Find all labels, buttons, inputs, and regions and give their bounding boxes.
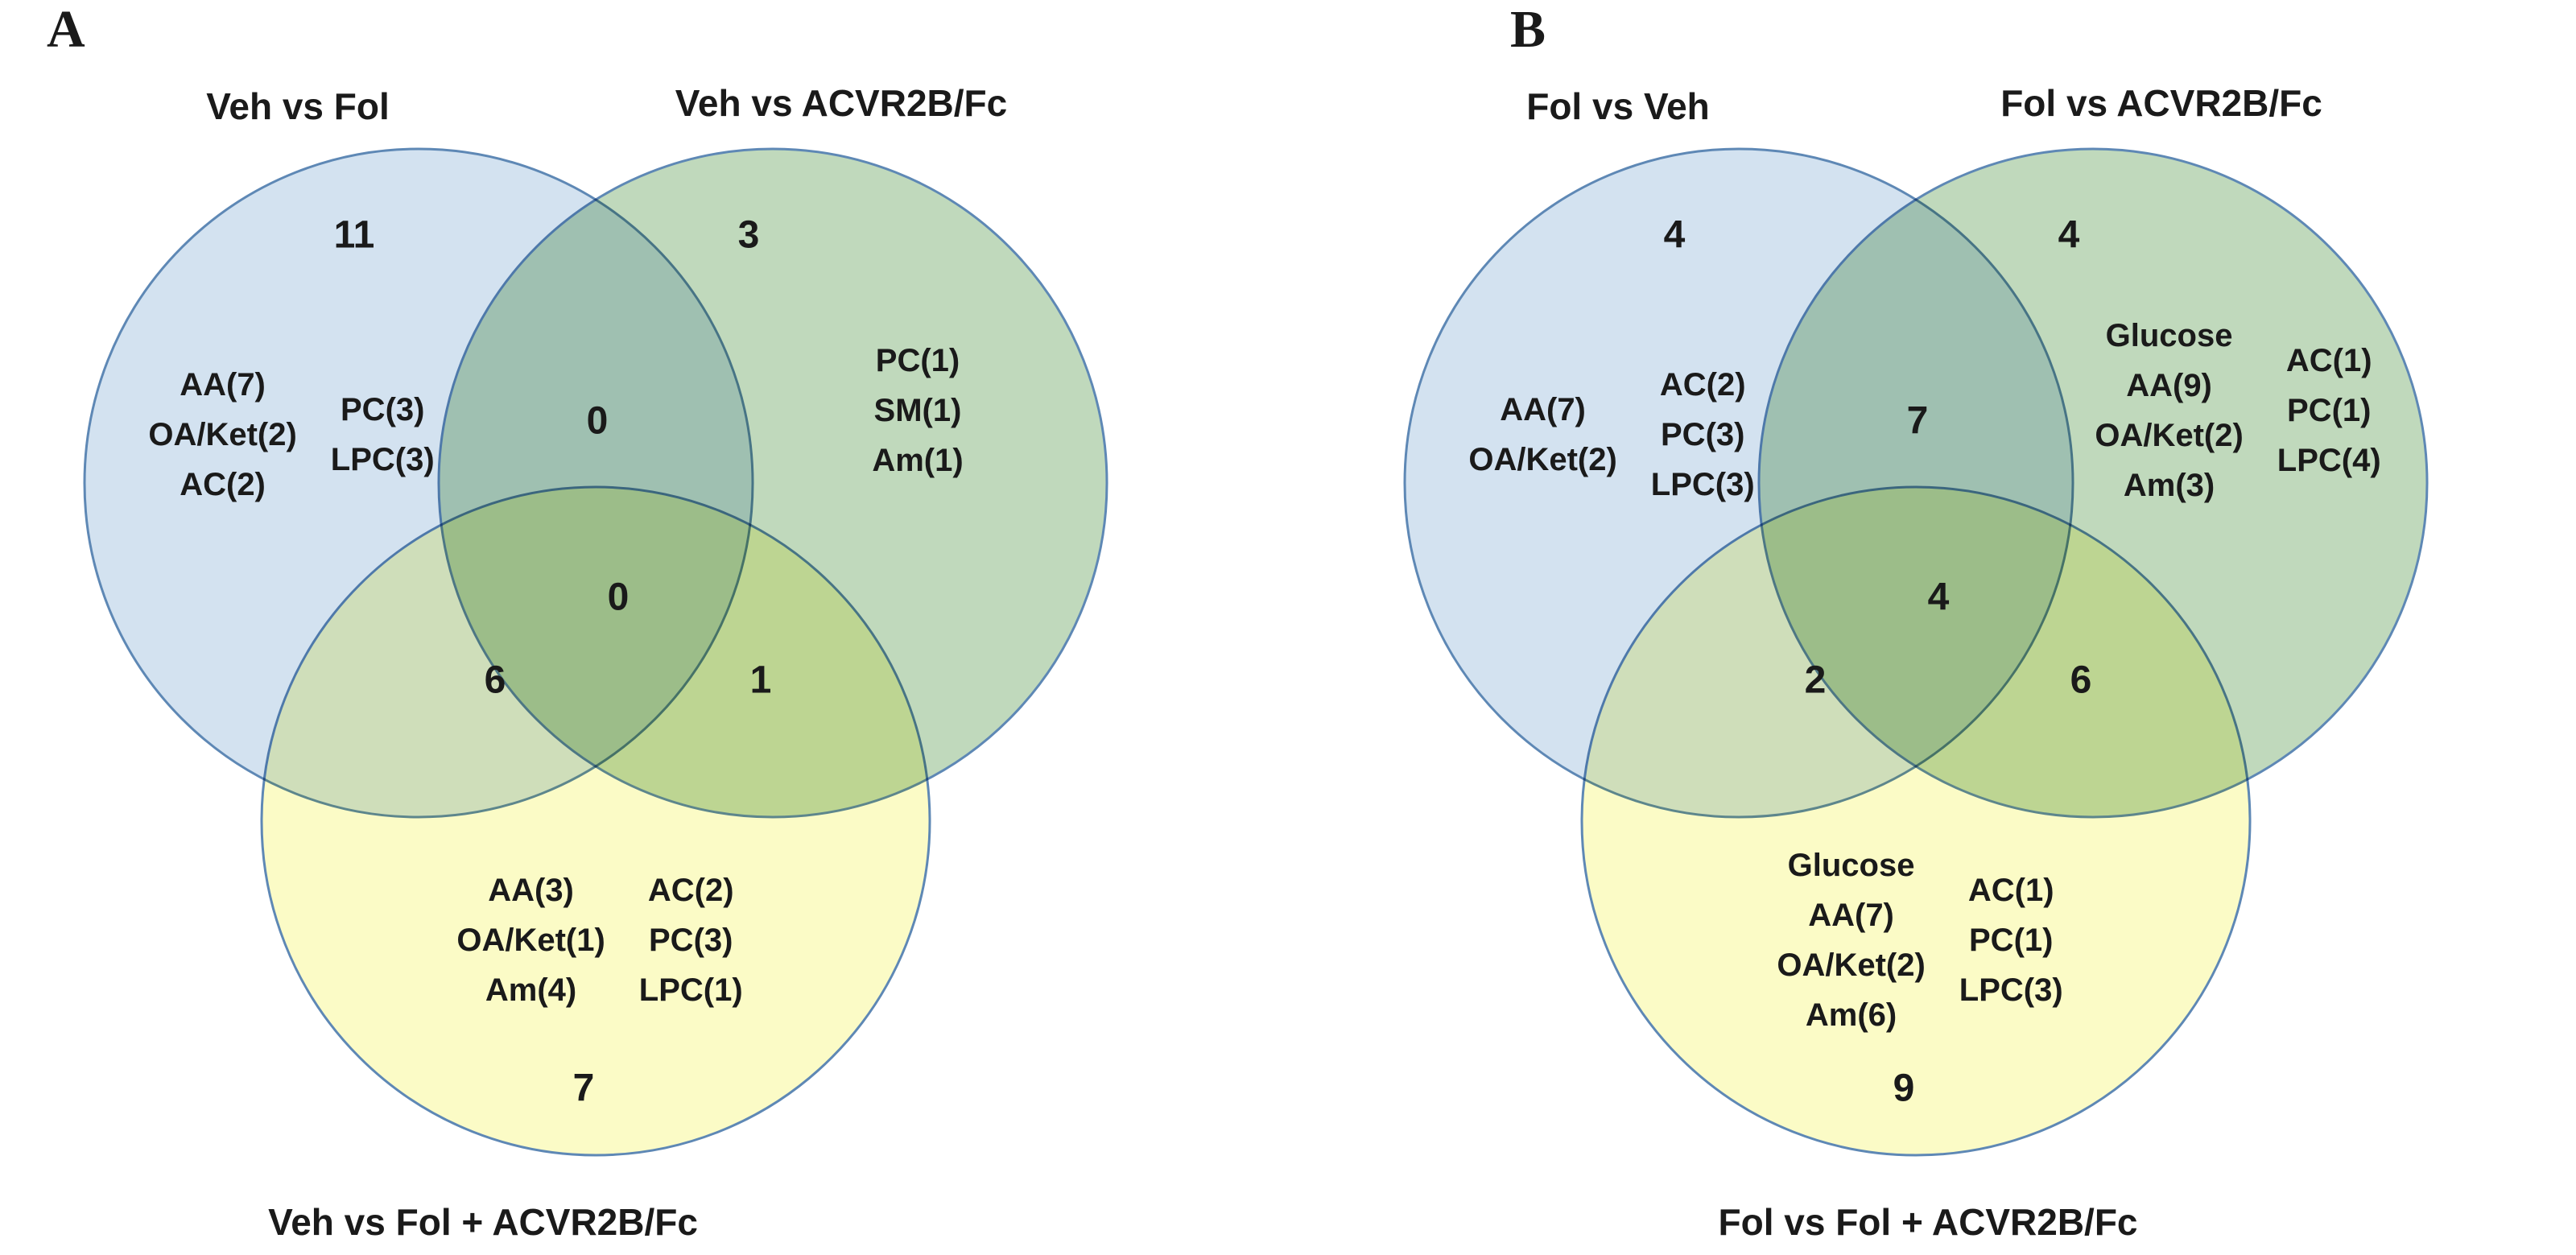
overlap-count-right-bottom: 1: [749, 658, 772, 702]
circle-right-title: Veh vs ACVR2B/Fc: [675, 82, 1008, 124]
overlap-count-left-right: 0: [586, 399, 609, 443]
overlap-count-left-right: 7: [1906, 399, 1929, 443]
contents-column: AA(3) OA/Ket(1) Am(4): [456, 865, 605, 1015]
metabolite-line: AC(2): [647, 873, 734, 908]
overlap-count-center: 4: [1927, 576, 1950, 619]
metabolite-line: AC(2): [1659, 367, 1746, 403]
metabolite-line: AA(7): [1500, 392, 1586, 427]
metabolite-line: PC(3): [341, 392, 425, 427]
panel-letter: B: [1510, 0, 1546, 59]
metabolite-line: Am(1): [872, 443, 964, 478]
metabolite-line: OA/Ket(2): [2095, 418, 2244, 453]
contents-column: AC(1) PC(1) LPC(3): [1959, 865, 2063, 1015]
overlap-count-left-bottom: 6: [484, 658, 506, 702]
metabolite-line: LPC(1): [638, 972, 743, 1008]
unique-count-left: 11: [333, 213, 375, 257]
circle-right-contents: PC(1) SM(1) Am(1): [872, 336, 963, 485]
venn-circle-bottom: [260, 485, 931, 1157]
circle-left-title: Fol vs Veh: [1526, 85, 1710, 127]
venn-diagram-a: [83, 147, 1108, 1157]
metabolite-line: Am(4): [485, 972, 577, 1008]
metabolite-line: AA(3): [488, 873, 574, 908]
circle-left-contents: AA(7) OA/Ket(2) AC(2) PC(3) LPC(3): [1468, 360, 1754, 510]
unique-count-bottom: 7: [572, 1067, 595, 1110]
metabolite-line: AC(2): [180, 467, 266, 502]
metabolite-line: OA/Ket(2): [148, 417, 297, 452]
unique-count-left: 4: [1663, 213, 1686, 257]
metabolite-line: AC(1): [1967, 873, 2054, 908]
metabolite-line: AA(7): [180, 367, 266, 403]
metabolite-line: LPC(3): [1650, 467, 1755, 502]
metabolite-line: LPC(4): [2277, 443, 2381, 478]
metabolite-line: SM(1): [873, 393, 962, 428]
metabolite-line: PC(1): [2287, 393, 2372, 428]
metabolite-line: OA/Ket(2): [1777, 947, 1926, 983]
contents-column: AC(2) PC(3) LPC(1): [639, 865, 743, 1015]
metabolite-line: PC(3): [1661, 417, 1745, 452]
metabolite-line: Am(6): [1805, 997, 1897, 1033]
unique-count-right: 3: [737, 213, 760, 257]
overlap-count-left-bottom: 2: [1804, 658, 1827, 702]
contents-column: PC(1) SM(1) Am(1): [872, 336, 963, 485]
metabolite-line: LPC(3): [1959, 972, 2063, 1008]
panel-letter: A: [47, 0, 85, 59]
metabolite-line: PC(1): [1969, 923, 2054, 958]
metabolite-line: Glucose: [1787, 848, 1915, 883]
metabolite-line: AA(7): [1808, 898, 1894, 933]
contents-column: AC(2) PC(3) LPC(3): [1651, 360, 1755, 510]
metabolite-line: Am(3): [2123, 468, 2215, 503]
panel-a: A Veh vs Fol Veh vs ACVR2B/Fc Veh vs Fol…: [0, 0, 1256, 1255]
metabolite-line: OA/Ket(2): [1468, 442, 1617, 477]
metabolite-line: AA(9): [2126, 368, 2212, 403]
metabolite-line: OA/Ket(1): [456, 923, 605, 958]
contents-column: AA(7) OA/Ket(2) AC(2): [148, 360, 296, 510]
circle-bottom-contents: AA(3) OA/Ket(1) Am(4) AC(2) PC(3) LPC(1): [456, 865, 742, 1015]
contents-column: AC(1) PC(1) LPC(4): [2277, 336, 2381, 485]
unique-count-bottom: 9: [1893, 1067, 1915, 1110]
overlap-count-right-bottom: 6: [2070, 658, 2092, 702]
contents-column: AA(7) OA/Ket(2): [1468, 385, 1616, 485]
circle-bottom-title: Fol vs Fol + ACVR2B/Fc: [1718, 1201, 2138, 1243]
circle-left-contents: AA(7) OA/Ket(2) AC(2) PC(3) LPC(3): [148, 360, 434, 510]
venn-circle-bottom: [1580, 485, 2252, 1157]
metabolite-line: LPC(3): [330, 442, 435, 477]
contents-column: PC(3) LPC(3): [331, 385, 435, 485]
circle-right-title: Fol vs ACVR2B/Fc: [2000, 82, 2322, 124]
circle-left-title: Veh vs Fol: [206, 85, 390, 127]
circle-bottom-title: Veh vs Fol + ACVR2B/Fc: [268, 1201, 698, 1243]
metabolite-line: PC(3): [649, 923, 733, 958]
unique-count-right: 4: [2058, 213, 2080, 257]
metabolite-line: AC(1): [2285, 343, 2372, 378]
metabolite-line: PC(1): [875, 343, 960, 378]
panel-b: B Fol vs Veh Fol vs ACVR2B/Fc Fol vs Fol…: [1320, 0, 2576, 1255]
metabolite-line: Glucose: [2105, 318, 2233, 353]
overlap-count-center: 0: [607, 576, 630, 619]
venn-diagram-b: [1403, 147, 2429, 1157]
